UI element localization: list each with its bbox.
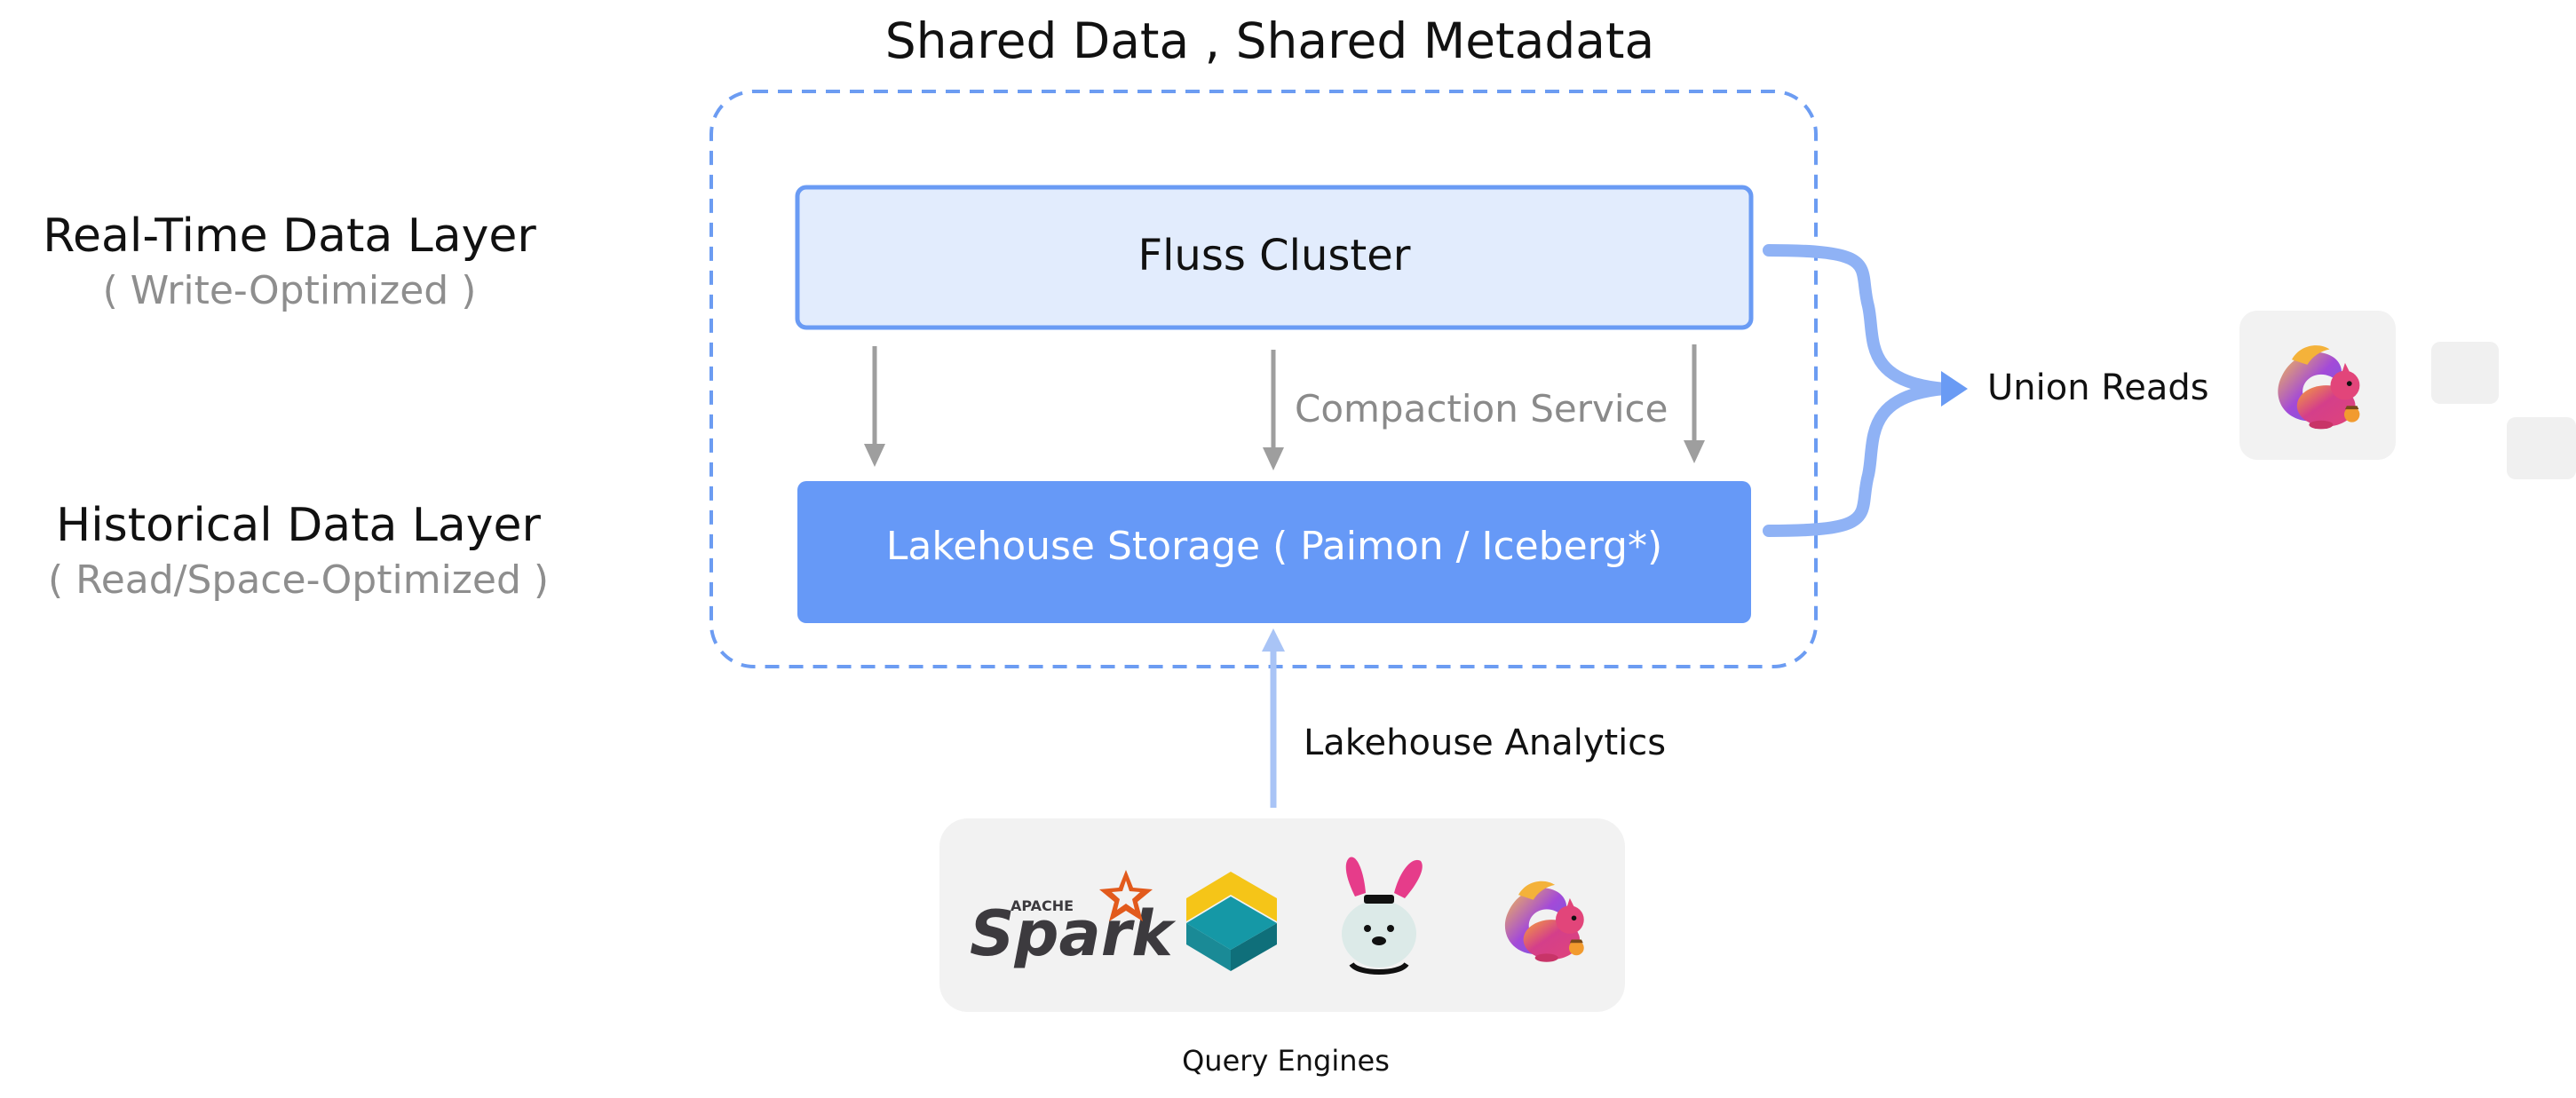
compaction-service-label: Compaction Service — [1295, 387, 1668, 431]
decorative-square — [2431, 342, 2499, 404]
compaction-arrows — [864, 344, 1705, 470]
spark-caption: APACHE — [1011, 897, 1074, 914]
shared-boundary — [709, 90, 1818, 668]
lakehouse-analytics-label: Lakehouse Analytics — [1304, 723, 1667, 763]
realtime-layer-subtitle: ( Write-Optimized ) — [102, 268, 477, 313]
apache-spark-icon: APACHE Spark — [970, 870, 1177, 970]
consumer-tile — [2239, 311, 2396, 460]
union-reads-arrowhead — [1941, 371, 1968, 407]
decorative-square — [2507, 417, 2576, 479]
starrocks-icon — [1186, 872, 1277, 971]
query-engines-tile — [939, 818, 1625, 1012]
union-reads-label: Union Reads — [1987, 367, 2209, 408]
historical-layer-title: Historical Data Layer — [56, 499, 541, 552]
lakehouse-storage-box — [797, 481, 1751, 623]
query-engines-label: Query Engines — [1182, 1044, 1390, 1078]
fluss-cluster-label: Fluss Cluster — [1137, 231, 1411, 280]
lakehouse-storage-label: Lakehouse Storage ( Paimon / Iceberg*) — [885, 524, 1663, 569]
fluss-cluster-box — [795, 185, 1754, 330]
realtime-layer-title: Real-Time Data Layer — [43, 209, 536, 263]
union-reads-brace — [1763, 244, 1951, 537]
diagram-title: Shared Data , Shared Metadata — [884, 12, 1655, 69]
trino-bunny-icon — [1342, 857, 1423, 975]
analytics-arrow — [1262, 628, 1285, 808]
historical-layer-subtitle: ( Read/Space-Optimized ) — [47, 557, 550, 603]
spark-wordmark: Spark — [970, 897, 1177, 970]
